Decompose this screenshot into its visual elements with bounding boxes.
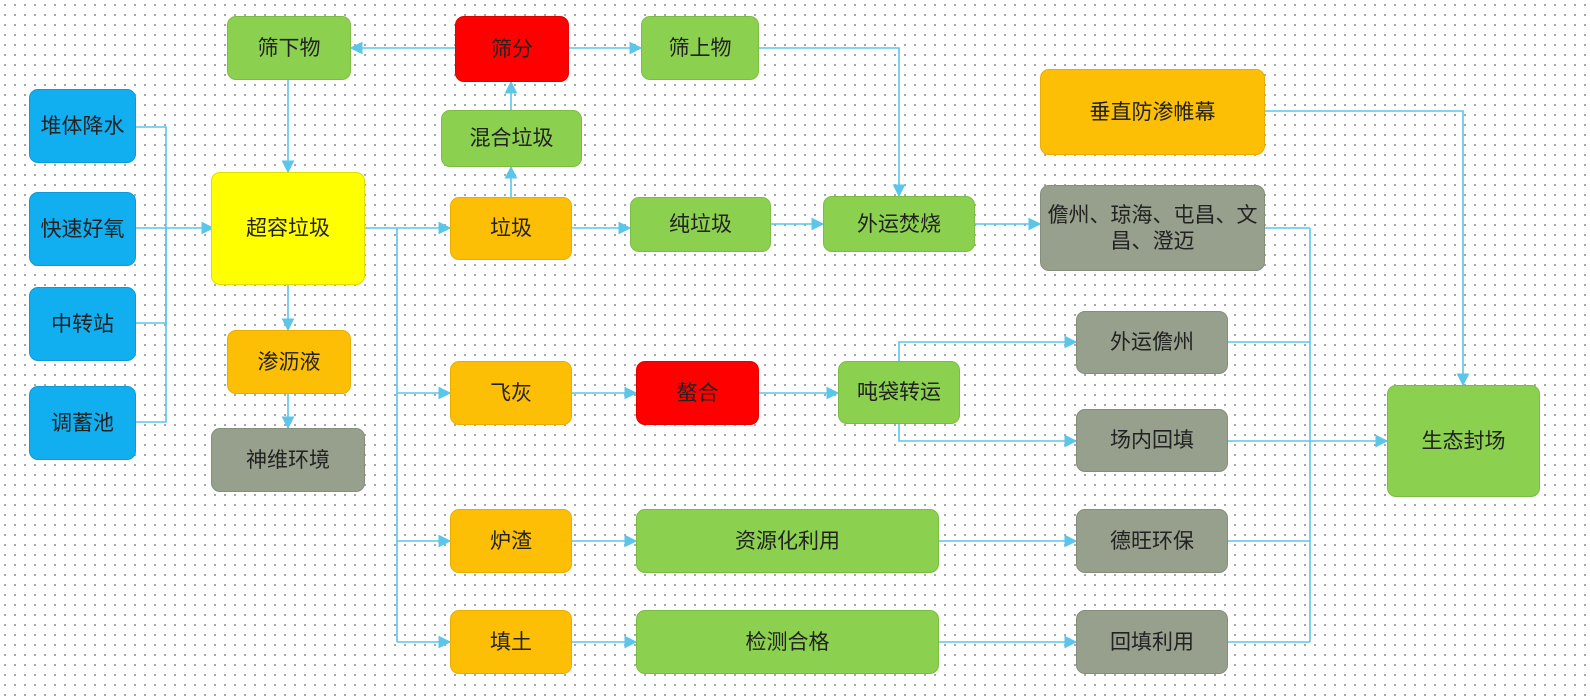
node-danzhou-qionghai-tunchang-wenchang-chengmai[interactable]: 儋州、琼海、屯昌、文昌、澄迈 bbox=[1040, 185, 1265, 271]
node-wai-yun-fen-shao[interactable]: 外运焚烧 bbox=[823, 196, 975, 252]
node-de-wang-huan-bao[interactable]: 德旺环保 bbox=[1076, 509, 1228, 573]
node-label: 混合垃圾 bbox=[469, 126, 554, 151]
node-label: 纯垃圾 bbox=[669, 212, 732, 237]
connector-zhong-zhuan bbox=[136, 228, 167, 324]
node-wai-yun-dan-zhou[interactable]: 外运儋州 bbox=[1076, 311, 1228, 374]
node-shai-xia-wu[interactable]: 筛下物 bbox=[227, 16, 351, 80]
node-label: 调蓄池 bbox=[51, 410, 114, 435]
node-label: 炉渣 bbox=[490, 528, 532, 553]
node-dun-dai-zhuan-yun[interactable]: 吨袋转运 bbox=[838, 361, 960, 424]
connector-chui-zhi-to-sheng-tai bbox=[1265, 110, 1470, 387]
node-label: 外运儋州 bbox=[1110, 330, 1194, 355]
node-chang-nei-hui-tian[interactable]: 场内回填 bbox=[1076, 409, 1228, 472]
node-label: 资源化利用 bbox=[735, 528, 840, 553]
node-la-ji[interactable]: 垃圾 bbox=[450, 197, 572, 260]
node-tiao-xu-chi[interactable]: 调蓄池 bbox=[29, 386, 136, 460]
node-dui-ti-jiang-shui[interactable]: 堆体降水 bbox=[29, 89, 136, 163]
node-label: 飞灰 bbox=[490, 380, 532, 405]
node-label: 超容垃圾 bbox=[246, 216, 330, 241]
node-shen-li-ye[interactable]: 渗沥液 bbox=[227, 330, 351, 394]
node-sheng-tai-feng-chang[interactable]: 生态封场 bbox=[1387, 385, 1540, 497]
node-tian-tu[interactable]: 填土 bbox=[450, 610, 572, 674]
node-hun-he-la-ji[interactable]: 混合垃圾 bbox=[441, 110, 582, 167]
node-shai-shang-wu[interactable]: 筛上物 bbox=[641, 16, 759, 80]
node-chui-zhi-fang-shen-wei-mu[interactable]: 垂直防渗帷幕 bbox=[1040, 69, 1265, 155]
node-label: 筛上物 bbox=[668, 35, 732, 60]
node-label: 吨袋转运 bbox=[857, 380, 941, 405]
node-label: 外运焚烧 bbox=[857, 211, 941, 236]
node-zhong-zhuan-zhan[interactable]: 中转站 bbox=[29, 287, 136, 361]
node-label: 检测合格 bbox=[745, 629, 830, 654]
node-chun-la-ji[interactable]: 纯垃圾 bbox=[630, 197, 771, 252]
node-shai-fen[interactable]: 筛分 bbox=[455, 16, 569, 82]
node-label: 神维环境 bbox=[246, 447, 330, 472]
node-hui-tian-li-yong[interactable]: 回填利用 bbox=[1076, 610, 1228, 674]
node-label: 筛下物 bbox=[257, 35, 321, 60]
node-label: 场内回填 bbox=[1110, 428, 1194, 453]
connector-dun-dai-to-chang-nei bbox=[898, 424, 1078, 448]
node-fei-hui[interactable]: 飞灰 bbox=[450, 361, 572, 425]
node-ao-he[interactable]: 螯合 bbox=[636, 361, 759, 425]
node-label: 渗沥液 bbox=[257, 349, 321, 374]
node-label: 快速好氧 bbox=[40, 216, 125, 241]
node-shen-wei-huan-jing[interactable]: 神维环境 bbox=[211, 428, 365, 492]
node-label: 中转站 bbox=[51, 311, 114, 336]
node-kuai-su-hao-yang[interactable]: 快速好氧 bbox=[29, 192, 136, 266]
node-label: 填土 bbox=[490, 629, 532, 654]
node-label: 堆体降水 bbox=[40, 113, 125, 138]
node-label: 垂直防渗帷幕 bbox=[1089, 99, 1216, 124]
connector-dun-dai-to-wai-yun-dz bbox=[898, 335, 1078, 361]
node-label: 筛分 bbox=[491, 36, 533, 61]
connector-tiao-xu bbox=[136, 228, 167, 423]
node-label: 生态封场 bbox=[1421, 428, 1506, 453]
connector-shai-shang-to-wai-yun bbox=[759, 47, 906, 198]
node-label: 垃圾 bbox=[490, 216, 532, 241]
node-label: 德旺环保 bbox=[1110, 528, 1194, 553]
node-lu-zha[interactable]: 炉渣 bbox=[450, 509, 572, 573]
node-label: 儋州、琼海、屯昌、文昌、澄迈 bbox=[1047, 202, 1258, 253]
connector-dui-ti bbox=[136, 126, 167, 228]
node-zi-yuan-hua-li-yong[interactable]: 资源化利用 bbox=[636, 509, 939, 573]
node-label: 螯合 bbox=[676, 380, 719, 405]
node-chao-rong-la-ji[interactable]: 超容垃圾 bbox=[211, 172, 365, 285]
node-label: 回填利用 bbox=[1110, 629, 1194, 654]
node-jian-ce-he-ge[interactable]: 检测合格 bbox=[636, 610, 939, 674]
